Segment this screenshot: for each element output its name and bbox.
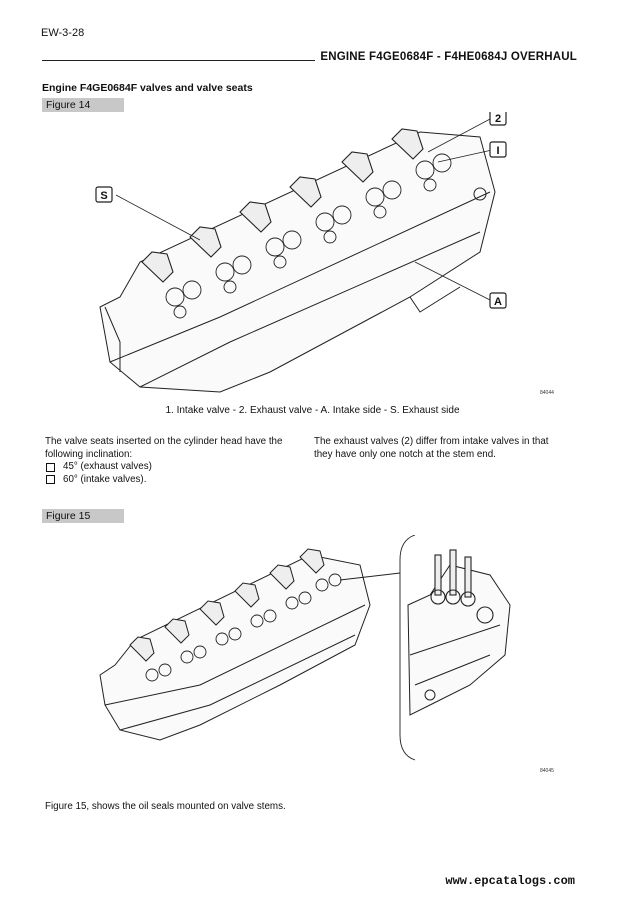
- callout-s: S: [100, 190, 107, 202]
- figure-14-caption: 1. Intake valve - 2. Exhaust valve - A. …: [165, 405, 460, 416]
- checkbox-icon: [46, 462, 55, 472]
- header-title: ENGINE F4GE0684F - F4HE0684J OVERHAUL: [315, 51, 582, 63]
- valve-seat-text: The valve seats inserted on the cylinder…: [45, 436, 295, 486]
- figure-14-code: 84044: [540, 390, 554, 396]
- callout-2: 2: [495, 113, 501, 125]
- figure-14-tab: Figure 14: [42, 98, 124, 112]
- checkbox-icon: [46, 475, 55, 485]
- bullet-text: 60° (intake valves).: [63, 473, 147, 485]
- figure-15-illustration: [99, 535, 511, 761]
- bullet-item: 60° (intake valves).: [45, 474, 295, 487]
- valve-seat-intro: The valve seats inserted on the cylinder…: [45, 436, 283, 460]
- section-title: Engine F4GE0684F valves and valve seats: [42, 82, 253, 94]
- figure-15-code: 84045: [540, 768, 554, 774]
- footer-url[interactable]: www.epcatalogs.com: [445, 874, 575, 888]
- callout-1: I: [496, 145, 499, 157]
- callout-a: A: [494, 296, 502, 308]
- header-rule: [42, 60, 582, 61]
- exhaust-valve-text: The exhaust valves (2) differ from intak…: [314, 436, 549, 460]
- bullet-item: 45° (exhaust valves): [45, 461, 295, 474]
- bullet-text: 45° (exhaust valves): [63, 461, 152, 472]
- figure-15-tab: Figure 15: [42, 509, 124, 523]
- figure-14-illustration: 2 I S A: [95, 112, 507, 393]
- oil-seal-text: Figure 15, shows the oil seals mounted o…: [45, 801, 286, 812]
- page-number: EW-3-28: [41, 27, 85, 39]
